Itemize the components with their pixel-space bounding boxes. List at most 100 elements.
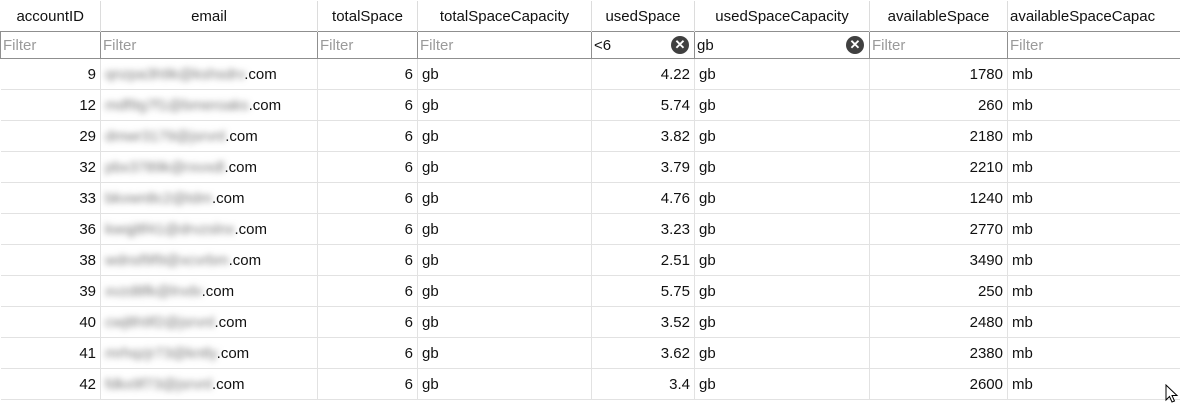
column-header-totalSpaceCapacity[interactable]: totalSpaceCapacity [417, 1, 592, 32]
filter-input-usedSpaceCapacity[interactable] [695, 33, 869, 57]
cell-totalSpaceCapacity[interactable]: gb [417, 244, 592, 276]
cell-usedSpaceCapacity[interactable]: gb [694, 306, 870, 338]
cell-email[interactable]: mrhqzjr73@kntly.com [100, 337, 318, 369]
cell-availableSpace[interactable]: 2480 [869, 306, 1008, 338]
cell-totalSpace[interactable]: 6 [317, 89, 418, 121]
column-header-usedSpace[interactable]: usedSpace [591, 1, 695, 32]
cell-availableSpace[interactable]: 3490 [869, 244, 1008, 276]
cell-availableSpaceCapacity[interactable]: mb [1007, 120, 1180, 152]
cell-totalSpace[interactable]: 6 [317, 244, 418, 276]
filter-input-availableSpaceCapacity[interactable] [1008, 33, 1180, 57]
cell-totalSpace[interactable]: 6 [317, 275, 418, 307]
cell-usedSpace[interactable]: 3.23 [591, 213, 695, 245]
cell-availableSpaceCapacity[interactable]: mb [1007, 275, 1180, 307]
cell-totalSpace[interactable]: 6 [317, 306, 418, 338]
cell-accountID[interactable]: 9 [0, 58, 101, 90]
cell-usedSpace[interactable]: 2.51 [591, 244, 695, 276]
cell-accountID[interactable]: 39 [0, 275, 101, 307]
cell-totalSpace[interactable]: 6 [317, 151, 418, 183]
cell-usedSpace[interactable]: 3.52 [591, 306, 695, 338]
cell-availableSpace[interactable]: 2770 [869, 213, 1008, 245]
cell-usedSpaceCapacity[interactable]: gb [694, 89, 870, 121]
cell-availableSpace[interactable]: 1240 [869, 182, 1008, 214]
cell-email[interactable]: pbx3789k@rxvxdl.com [100, 151, 318, 183]
cell-usedSpaceCapacity[interactable]: gb [694, 182, 870, 214]
column-header-accountID[interactable]: accountID [0, 1, 101, 32]
cell-availableSpaceCapacity[interactable]: mb [1007, 58, 1180, 90]
cell-email[interactable]: qnzpa3h9k@kshsdrv.com [100, 58, 318, 90]
cell-totalSpaceCapacity[interactable]: gb [417, 213, 592, 245]
clear-circle-icon[interactable]: ✕ [671, 36, 689, 54]
cell-usedSpace[interactable]: 4.22 [591, 58, 695, 90]
cell-totalSpace[interactable]: 6 [317, 120, 418, 152]
cell-totalSpaceCapacity[interactable]: gb [417, 306, 592, 338]
cell-availableSpaceCapacity[interactable]: mb [1007, 182, 1180, 214]
cell-totalSpace[interactable]: 6 [317, 368, 418, 400]
column-header-usedSpaceCapacity[interactable]: usedSpaceCapacity [694, 1, 870, 32]
filter-input-totalSpace[interactable] [318, 33, 417, 57]
cell-accountID[interactable]: 32 [0, 151, 101, 183]
cell-email[interactable]: bkvwn8c2@tdm.com [100, 182, 318, 214]
cell-usedSpace[interactable]: 3.62 [591, 337, 695, 369]
column-header-email[interactable]: email [100, 1, 318, 32]
cell-usedSpace[interactable]: 3.4 [591, 368, 695, 400]
cell-totalSpaceCapacity[interactable]: gb [417, 89, 592, 121]
cell-accountID[interactable]: 36 [0, 213, 101, 245]
cell-availableSpaceCapacity[interactable]: mb [1007, 89, 1180, 121]
cell-usedSpace[interactable]: 5.74 [591, 89, 695, 121]
cell-usedSpace[interactable]: 3.82 [591, 120, 695, 152]
cell-usedSpaceCapacity[interactable]: gb [694, 151, 870, 183]
cell-availableSpace[interactable]: 250 [869, 275, 1008, 307]
cell-totalSpaceCapacity[interactable]: gb [417, 337, 592, 369]
cell-email[interactable]: xvzd8fk@lrvdv.com [100, 275, 318, 307]
cell-totalSpaceCapacity[interactable]: gb [417, 368, 592, 400]
filter-input-accountID[interactable] [1, 33, 100, 57]
cell-availableSpaceCapacity[interactable]: mb [1007, 368, 1180, 400]
cell-accountID[interactable]: 42 [0, 368, 101, 400]
cell-totalSpaceCapacity[interactable]: gb [417, 151, 592, 183]
cell-accountID[interactable]: 38 [0, 244, 101, 276]
cell-email[interactable]: cwj8h9f2@jsrvnl.com [100, 306, 318, 338]
cell-usedSpace[interactable]: 5.75 [591, 275, 695, 307]
filter-input-availableSpace[interactable] [870, 33, 1007, 57]
cell-email[interactable]: mdf9g7f1@bmeroaks.com [100, 89, 318, 121]
cell-usedSpaceCapacity[interactable]: gb [694, 337, 870, 369]
cell-accountID[interactable]: 40 [0, 306, 101, 338]
cell-usedSpaceCapacity[interactable]: gb [694, 58, 870, 90]
column-header-availableSpace[interactable]: availableSpace [869, 1, 1008, 32]
cell-usedSpaceCapacity[interactable]: gb [694, 275, 870, 307]
cell-accountID[interactable]: 12 [0, 89, 101, 121]
cell-email[interactable]: fdkx9f73@jsrvnl.com [100, 368, 318, 400]
cell-availableSpaceCapacity[interactable]: mb [1007, 151, 1180, 183]
cell-usedSpaceCapacity[interactable]: gb [694, 213, 870, 245]
cell-email[interactable]: kwqj8f41@drvzslnx.com [100, 213, 318, 245]
cell-totalSpace[interactable]: 6 [317, 58, 418, 90]
clear-circle-icon[interactable]: ✕ [846, 36, 864, 54]
cell-accountID[interactable]: 41 [0, 337, 101, 369]
cell-usedSpace[interactable]: 3.79 [591, 151, 695, 183]
cell-usedSpaceCapacity[interactable]: gb [694, 368, 870, 400]
filter-input-totalSpaceCapacity[interactable] [418, 33, 591, 57]
cell-totalSpace[interactable]: 6 [317, 182, 418, 214]
cell-availableSpaceCapacity[interactable]: mb [1007, 337, 1180, 369]
cell-totalSpaceCapacity[interactable]: gb [417, 182, 592, 214]
cell-totalSpace[interactable]: 6 [317, 337, 418, 369]
cell-email[interactable]: dmwr3179@jsrvnl.com [100, 120, 318, 152]
cell-availableSpace[interactable]: 2210 [869, 151, 1008, 183]
cell-usedSpace[interactable]: 4.76 [591, 182, 695, 214]
cell-availableSpace[interactable]: 1780 [869, 58, 1008, 90]
cell-availableSpaceCapacity[interactable]: mb [1007, 213, 1180, 245]
cell-totalSpaceCapacity[interactable]: gb [417, 58, 592, 90]
cell-availableSpace[interactable]: 2380 [869, 337, 1008, 369]
